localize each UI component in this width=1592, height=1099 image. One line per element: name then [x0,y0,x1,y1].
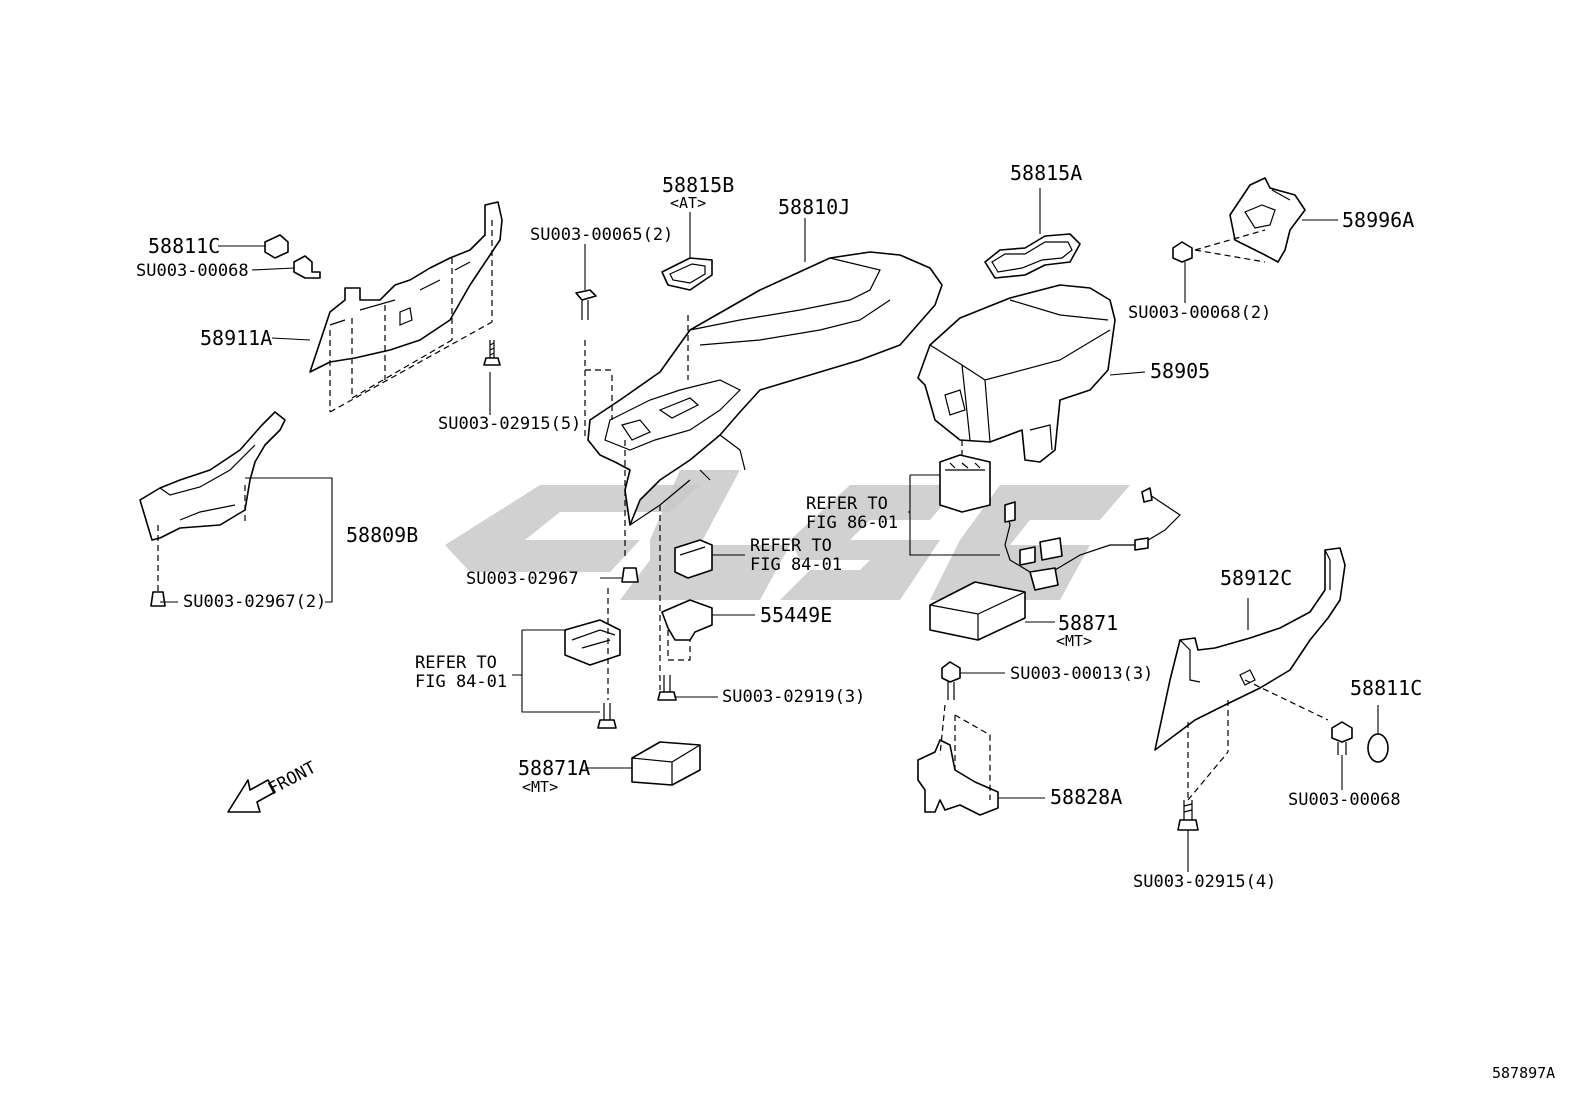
label-58811C-left: 58811C [148,234,220,258]
bracket-58911A [309,201,503,413]
bracket-58828A [917,704,999,816]
label-su02967-2: SU003-02967(2) [183,592,326,612]
label-su00065-2: SU003-00065(2) [530,225,673,245]
label-su02915-4: SU003-02915(4) [1133,872,1276,892]
pad-58871A [631,741,701,786]
label-58871: 58871 [1058,611,1118,635]
label-58905: 58905 [1150,359,1210,383]
screw-su00068-left [293,255,321,279]
label-55449E: 55449E [760,603,832,627]
label-58810J: 58810J [778,195,850,219]
label-su00068-left: SU003-00068 [136,261,249,281]
label-su00068-2: SU003-00068(2) [1128,303,1271,323]
module-fig86 [939,454,991,513]
screw-lower-center [597,703,617,729]
label-58996A: 58996A [1342,208,1414,232]
label-su02915-5: SU003-02915(5) [438,414,581,434]
label-58809B: 58809B [346,523,418,547]
label-refer-86-line1: REFER TO [806,494,888,514]
clip-su02967-left [150,591,166,607]
label-58912C: 58912C [1220,566,1292,590]
wiring-harness [1004,487,1181,591]
label-figure-id: 587897A [1492,1064,1555,1082]
label-58871A: 58871A [518,756,590,780]
bracket-58996A [1194,177,1306,263]
label-58911A: 58911A [200,326,272,350]
label-58815B: 58815B [662,173,734,197]
screw-su00065 [575,289,597,320]
front-arrow [227,779,276,813]
label-su02967: SU003-02967 [466,569,579,589]
label-refer-84-b-line2: FIG 84-01 [415,672,507,692]
label-front: FRONT [265,758,320,800]
label-refer-84-a-line1: REFER TO [750,536,832,556]
trim-58809B [139,411,286,595]
label-refer-84-a-line2: FIG 84-01 [750,555,842,575]
label-58811C-right: 58811C [1350,676,1422,700]
label-su00013-3: SU003-00013(3) [1010,664,1153,684]
screw-su02915-left [483,340,501,366]
mat-58815A [984,233,1081,279]
label-refer-86-line2: FIG 86-01 [806,513,898,533]
pad-58871 [929,581,1026,641]
trim-58912C [1154,547,1346,801]
clip-58811C-right [1367,733,1389,763]
label-refer-84-b-line1: REFER TO [415,653,497,673]
label-mt-2: <MT> [522,778,558,796]
screw-su02915-4 [1177,800,1199,831]
label-58815A: 58815A [1010,161,1082,185]
label-mt-1: <MT> [1056,632,1092,650]
switch-fig84-lower [564,619,621,666]
dash-center-vertical [607,505,661,700]
bracket-55449E [661,599,713,661]
label-58828A: 58828A [1050,785,1122,809]
label-su02919-3: SU003-02919(3) [722,687,865,707]
label-group: 58811C SU003-00068 58911A SU003-02915(5)… [136,161,1555,1082]
clip-58811C-left [264,234,289,259]
mat-58815B [661,257,713,291]
console-58810J [584,251,943,560]
label-su00068-right: SU003-00068 [1288,790,1401,810]
screw-su02919 [657,675,677,701]
box-58905 [917,284,1116,463]
screw-su00013 [941,661,961,700]
switch-fig84-upper [674,539,713,579]
clip-su02967-center [621,567,639,583]
leader-lines [160,188,1379,872]
screw-su00068-2 [1172,241,1193,263]
screw-su00068-right [1331,721,1353,755]
label-at: <AT> [670,194,706,212]
